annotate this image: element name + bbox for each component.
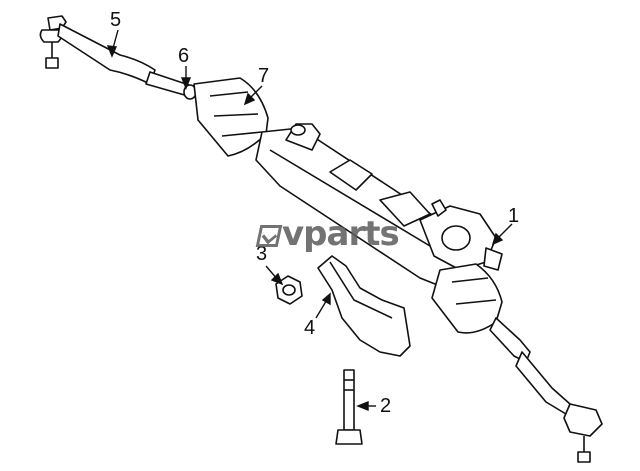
left-tie-rod-end bbox=[39, 15, 156, 85]
callout-3: 3 bbox=[256, 243, 268, 265]
watermark-text: vparts bbox=[282, 214, 400, 254]
callout-1: 1 bbox=[508, 205, 520, 227]
left-boot bbox=[193, 77, 269, 157]
inner-tie-rod bbox=[145, 71, 197, 100]
rack-housing bbox=[255, 123, 471, 291]
callout-5: 5 bbox=[110, 9, 122, 31]
callout-7: 7 bbox=[258, 65, 270, 87]
pinion-valve-housing bbox=[419, 199, 503, 271]
watermark-mark-icon bbox=[255, 225, 283, 247]
right-boot bbox=[431, 263, 503, 334]
nut bbox=[275, 275, 303, 305]
watermark-logo: vparts bbox=[255, 214, 400, 254]
callout-2: 2 bbox=[380, 395, 392, 417]
callout-4: 4 bbox=[304, 317, 316, 339]
callout-6: 6 bbox=[178, 45, 190, 67]
mounting-bracket bbox=[317, 255, 411, 357]
bolt bbox=[335, 369, 363, 445]
right-tie-rod bbox=[489, 317, 603, 463]
